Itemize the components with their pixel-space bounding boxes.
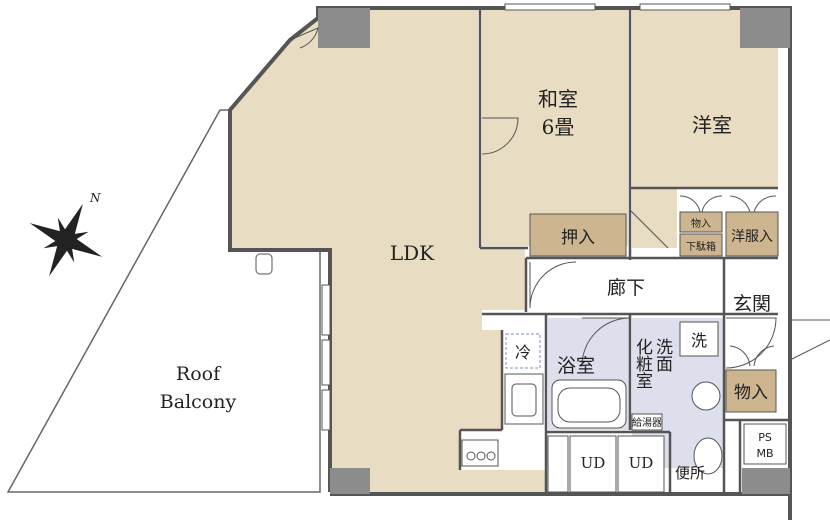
washer-label: 洗 xyxy=(691,331,707,350)
keshoushitsu-label: 化粧室 xyxy=(632,338,653,389)
toilet xyxy=(693,437,723,475)
stove xyxy=(461,439,499,467)
faucet-icon xyxy=(255,253,273,275)
ud-storage xyxy=(547,435,665,493)
benjo-label: 便所 xyxy=(675,464,705,482)
youshitsu-floor xyxy=(632,10,778,188)
youfukuire-fill xyxy=(725,211,779,257)
refrigerator-label: 冷 xyxy=(515,343,531,362)
roof-balcony-label-1: Roof xyxy=(176,363,222,385)
compass-rose-icon xyxy=(29,203,103,277)
washer-space xyxy=(679,321,719,357)
washitsu-label-1: 和室 xyxy=(538,87,578,111)
genkan-label: 玄関 xyxy=(733,293,771,315)
washitsu-label-2: 6畳 xyxy=(542,115,575,139)
doors xyxy=(289,27,830,369)
windows xyxy=(321,3,731,431)
inner-walls xyxy=(458,10,790,494)
monoire-label: 物入 xyxy=(734,383,768,403)
refrigerator-space xyxy=(505,333,541,369)
compass-north-label: N xyxy=(89,191,101,205)
ps-label: PS xyxy=(758,431,772,444)
bathtub-inner xyxy=(557,387,621,423)
oshiire-label: 押入 xyxy=(561,228,595,248)
rouka-label: 廊下 xyxy=(607,277,645,299)
yokushitsu-label: 浴室 xyxy=(557,355,595,377)
bathtub xyxy=(551,379,627,429)
kitchen-sink xyxy=(511,383,537,417)
ud1-label: UD xyxy=(581,454,606,472)
senmen-label: 洗面 xyxy=(652,338,673,372)
monoire-fill xyxy=(725,369,777,413)
roof-balcony-label-2: Balcony xyxy=(160,391,237,413)
getabako-label: 下駄箱 xyxy=(686,240,716,253)
youshitsu-label: 洋室 xyxy=(692,113,732,137)
stove-burners xyxy=(466,451,496,461)
youfukuire-label: 洋服入 xyxy=(731,229,773,245)
water-heater-label: 給湯器 xyxy=(632,416,662,429)
closet-hall-floor xyxy=(632,188,677,248)
ud2-label: UD xyxy=(629,454,654,472)
monoire-small-fill xyxy=(679,211,723,233)
pillars xyxy=(318,8,790,494)
water-heater xyxy=(631,413,663,431)
getabako-fill xyxy=(679,233,723,257)
ldk-label: LDK xyxy=(390,241,435,265)
monoire-small-label: 物入 xyxy=(691,217,711,230)
mb-label: MB xyxy=(756,447,773,460)
washbasin xyxy=(691,381,721,411)
ldk-floor xyxy=(230,10,545,492)
washitsu-floor xyxy=(482,10,628,246)
ps-mb-box xyxy=(743,423,787,465)
oshiire-fill xyxy=(529,213,627,257)
